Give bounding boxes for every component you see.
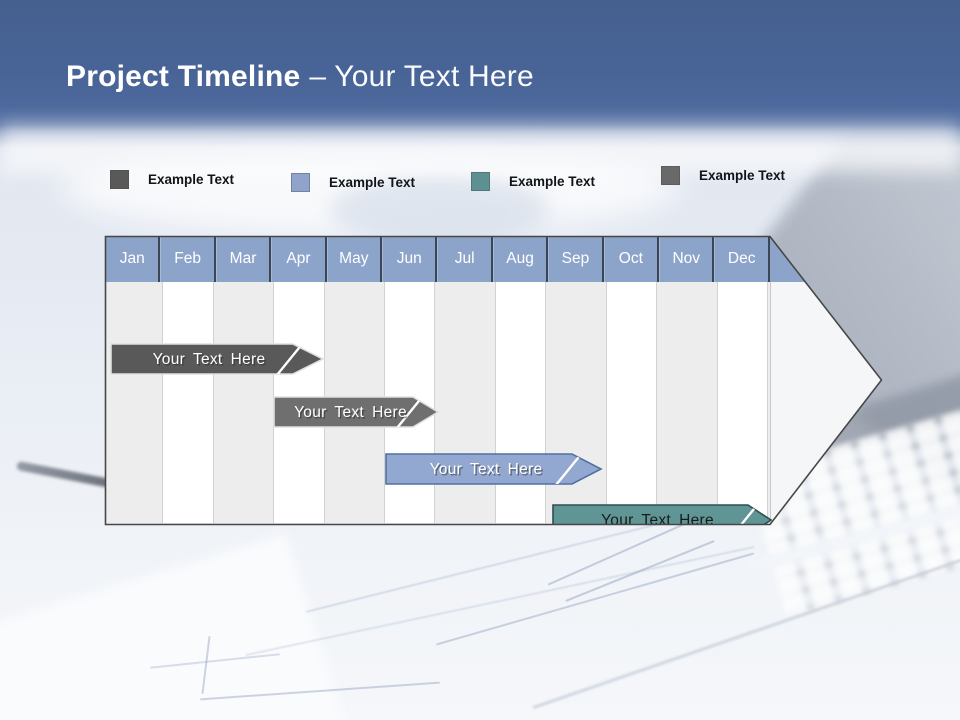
timeline-arrow-shape: Jan Feb Mar Apr May Jun Jul Aug Sep Oct … — [105, 236, 881, 524]
month-cell-feb: Feb — [160, 236, 216, 282]
legend-swatch — [291, 173, 310, 192]
month-cell-nov: Nov — [659, 236, 715, 282]
month-cell-jan: Jan — [105, 236, 161, 282]
grid-column-white — [494, 282, 547, 523]
legend-label: Example Text — [509, 174, 596, 189]
legend-swatch — [110, 170, 129, 189]
slide-title: Project Timeline– Your Text Here — [66, 60, 534, 94]
bar-label: Your Text Here — [294, 404, 407, 421]
grid-column-white — [716, 282, 768, 523]
month-cell-apr: Apr — [271, 236, 327, 282]
month-cell-oct: Oct — [603, 236, 660, 282]
month-cell-may: May — [326, 236, 383, 282]
month-cell-jul: Jul — [437, 236, 493, 282]
title-primary: Project Timeline — [66, 60, 301, 93]
legend-item: Example Text — [471, 172, 595, 191]
bar-label: Your Text Here — [430, 461, 543, 478]
month-cell-aug: Aug — [492, 236, 549, 282]
arrow-tip-area — [770, 282, 881, 524]
month-header-filler — [770, 236, 881, 282]
month-cell-sep: Sep — [548, 236, 604, 282]
legend-item: Example Text — [291, 173, 415, 192]
title-secondary: – Your Text Here — [309, 60, 534, 93]
legend-label: Example Text — [329, 175, 416, 190]
bar-label: Your Text Here — [153, 351, 266, 368]
month-cell-mar: Mar — [215, 236, 272, 282]
month-header-row: Jan Feb Mar Apr May Jun Jul Aug Sep Oct … — [105, 236, 881, 282]
grid-column-white — [162, 282, 214, 523]
month-cell-jun: Jun — [382, 236, 438, 282]
legend-item: Example Text — [661, 166, 785, 185]
grid-column-white — [605, 282, 658, 523]
legend-swatch — [471, 172, 490, 191]
legend-label: Example Text — [699, 168, 786, 183]
legend-label: Example Text — [148, 172, 235, 187]
month-cell-dec: Dec — [714, 236, 770, 282]
legend-item: Example Text — [110, 170, 234, 189]
timeline-chart: Jan Feb Mar Apr May Jun Jul Aug Sep Oct … — [104, 235, 883, 526]
legend-swatch — [661, 166, 680, 185]
